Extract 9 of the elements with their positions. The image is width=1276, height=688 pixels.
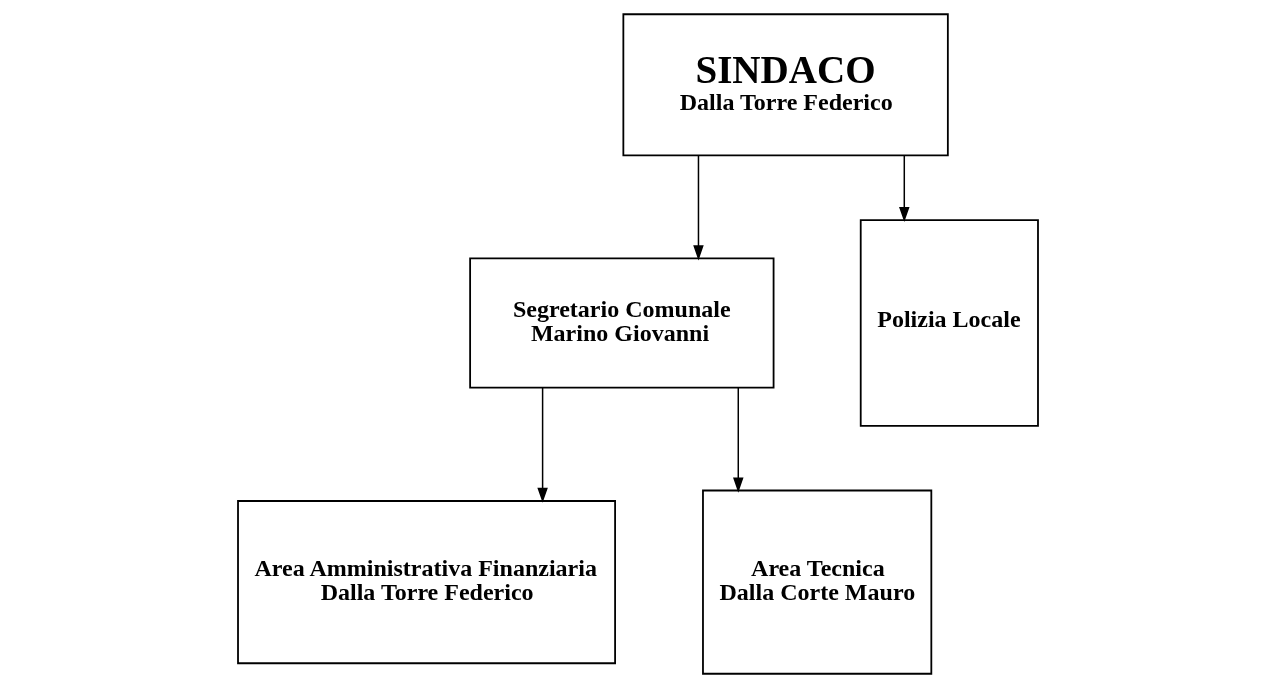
arrow — [733, 386, 744, 493]
arrow — [693, 154, 704, 261]
node-box: Area Tecnica Dalla Corte Mauro — [702, 489, 933, 675]
node-box: Polizia Locale — [859, 219, 1039, 427]
node-box: SINDACO Dalla Torre Federico — [622, 13, 949, 157]
node-box: Area Amministrativa Finanziaria Dalla Torre Federico — [237, 500, 616, 665]
arrow — [537, 386, 548, 503]
node-box: Segretario Comunale Marino Giovanni — [469, 257, 775, 389]
arrow — [899, 154, 910, 223]
